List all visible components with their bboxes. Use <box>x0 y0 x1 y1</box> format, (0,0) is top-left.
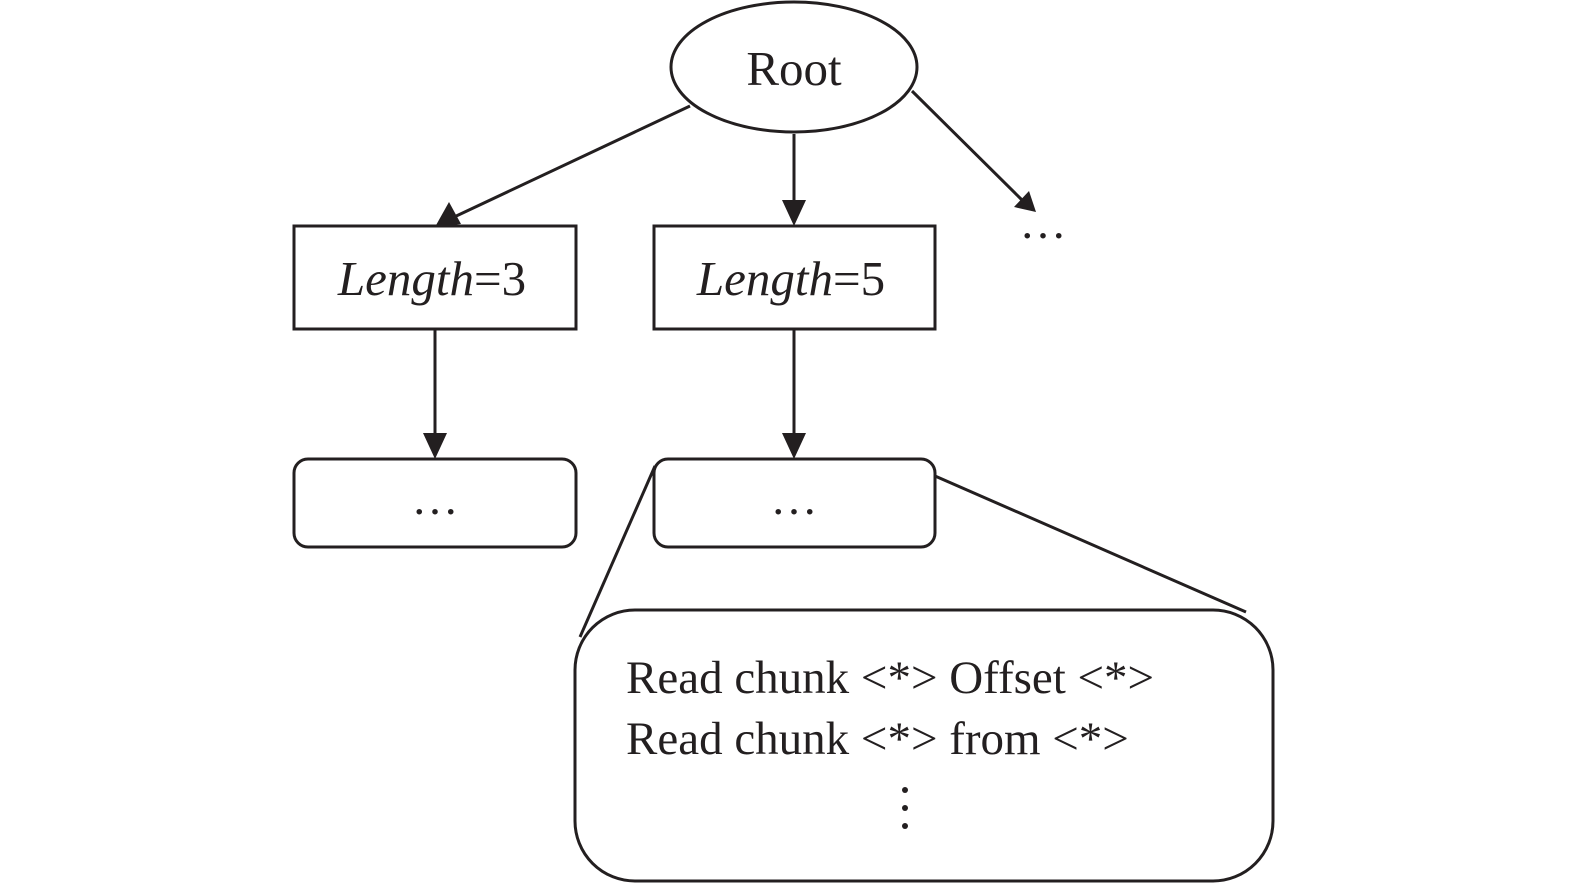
detail-box: Read chunk <*> Offset <*> Read chunk <*>… <box>573 608 1275 883</box>
root-label: Root <box>746 41 842 96</box>
svg-text:Length=3: Length=3 <box>337 251 526 306</box>
length-value: 3 <box>502 251 527 306</box>
edge-root-to-more <box>910 89 1036 212</box>
root-node: Root <box>669 0 919 134</box>
length-op: = <box>833 251 861 306</box>
template-line-1: Read chunk <*> Offset <*> <box>626 652 1154 704</box>
length-value: 5 <box>861 251 886 306</box>
edge-root-to-length5 <box>782 134 806 226</box>
child-ellipsis: … <box>771 473 818 525</box>
vertical-ellipsis-icon <box>902 787 908 829</box>
edge-length3-to-child <box>423 330 447 459</box>
edge-root-to-length3 <box>435 104 691 227</box>
more-siblings-ellipsis: … <box>1020 197 1067 249</box>
child-node-length5: … <box>652 457 937 549</box>
zoom-line-right <box>934 474 1247 614</box>
child-node-length3: … <box>292 457 578 549</box>
length-op: = <box>474 251 502 306</box>
length-var-label: Length <box>696 251 833 306</box>
length-node-3: Length=3 <box>292 224 578 331</box>
length-node-5: Length=5 <box>652 224 937 331</box>
length-var-label: Length <box>337 251 474 306</box>
svg-text:Length=5: Length=5 <box>696 251 885 306</box>
zoom-line-left <box>578 465 657 638</box>
template-line-2: Read chunk <*> from <*> <box>626 713 1129 765</box>
edge-length5-to-child <box>782 330 806 459</box>
child-ellipsis: … <box>412 473 459 525</box>
